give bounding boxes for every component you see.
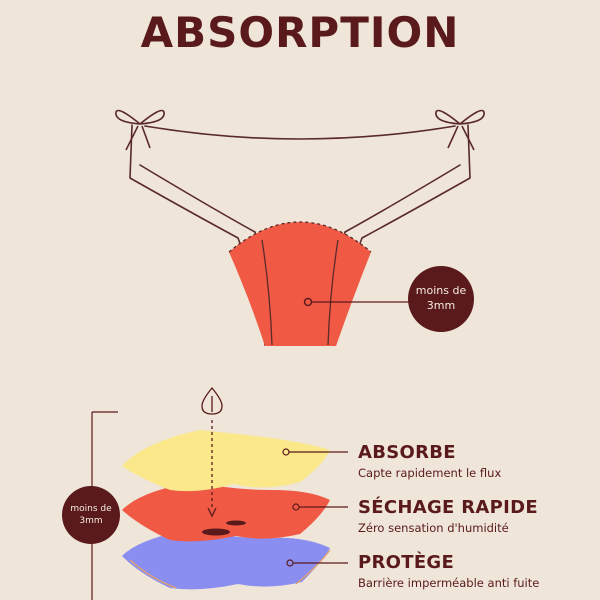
page-title: ABSORPTION [140, 8, 460, 57]
badge-line2: 3mm [426, 299, 456, 312]
layer-heading: ABSORBE [358, 442, 456, 463]
layers-thickness-badge: moins de 3mm [62, 486, 120, 544]
badge-line1: moins de [415, 284, 467, 298]
layer-dry [122, 482, 330, 542]
drop-icon [201, 386, 223, 415]
layer-absorb [122, 430, 330, 492]
badge-line2: 3mm [79, 516, 103, 526]
dashed-arrow-icon [207, 420, 217, 518]
thickness-badge: moins de 3mm [408, 266, 474, 332]
badge-line1: moins de [70, 503, 112, 514]
bow-icon [435, 109, 485, 151]
gusset-area [229, 222, 371, 346]
layer-heading: SÉCHAGE RAPIDE [358, 497, 538, 518]
bow-icon [115, 109, 165, 151]
layer-protect [122, 530, 330, 590]
layer-label-dry: SÉCHAGE RAPIDE Zéro sensation d'humidité [358, 497, 538, 535]
label-leaders [282, 448, 348, 567]
layer-heading: PROTÈGE [358, 552, 455, 573]
layer-label-protect: PROTÈGE Barrière imperméable anti fuite [358, 552, 539, 590]
layer-label-absorb: ABSORBE Capte rapidement le flux [358, 442, 501, 480]
layer-subtitle: Capte rapidement le flux [358, 466, 502, 480]
thickness-pointer [303, 297, 410, 307]
layer-subtitle: Barrière imperméable anti fuite [358, 576, 540, 590]
layer-subtitle: Zéro sensation d'humidité [358, 521, 509, 535]
